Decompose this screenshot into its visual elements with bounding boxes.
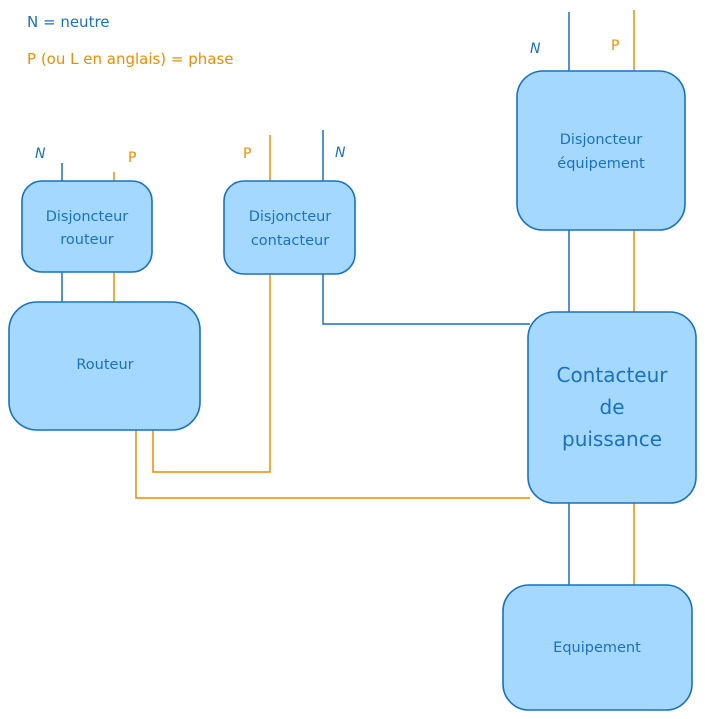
disjoncteur-routeur-shape [21,180,153,273]
legend-neutral: N = neutre [27,13,110,31]
disjoncteur-equipement-label-1: Disjoncteur [560,132,643,148]
disjoncteur-contacteur-label-1: Disjoncteur [249,209,332,225]
contacteur-de-puissance-shape [527,311,697,504]
contacteur-de-puissance-label-1: Contacteur [556,363,668,387]
disjoncteur-contacteur-label-2: contacteur [251,233,329,249]
disjoncteur-equipement[interactable]: Disjoncteur équipement [516,70,686,231]
contacteur-de-puissance[interactable]: Contacteur de puissance [527,311,697,504]
disjoncteur-contacteur-shape [223,180,356,275]
equipement[interactable]: Equipement [502,584,693,711]
disjoncteur-routeur-label-2: routeur [60,232,114,248]
disjoncteur-contacteur[interactable]: Disjoncteur contacteur [223,180,356,275]
wire-phase-dj-contacteur-to-routeur [152,272,271,473]
disjoncteur-routeur-label-1: Disjoncteur [46,209,129,225]
tag-phase-dj-routeur: P [128,150,136,166]
wire-phase-routeur-to-contacteur [135,428,530,499]
wire-neutral-dj-contacteur-to-contacteur [322,272,530,325]
contacteur-de-puissance-label-3: puissance [562,427,662,451]
equipement-label: Equipement [553,640,641,656]
tag-phase-dj-equipement: P [611,38,619,54]
contacteur-de-puissance-label-2: de [600,395,625,419]
legend-phase: P (ou L en anglais) = phase [27,50,234,68]
disjoncteur-routeur[interactable]: Disjoncteur routeur [21,180,153,273]
disjoncteur-equipement-shape [516,70,686,231]
routeur-label: Routeur [76,357,133,373]
disjoncteur-equipement-label-2: équipement [557,156,645,172]
routeur-shape [8,301,201,431]
tag-phase-dj-contacteur: P [243,146,251,162]
routeur[interactable]: Routeur [8,301,201,431]
tag-neutral-dj-contacteur: N [335,145,346,161]
tag-neutral-dj-equipement: N [530,41,541,57]
tag-neutral-dj-routeur: N [35,146,46,162]
equipement-shape [502,584,693,711]
